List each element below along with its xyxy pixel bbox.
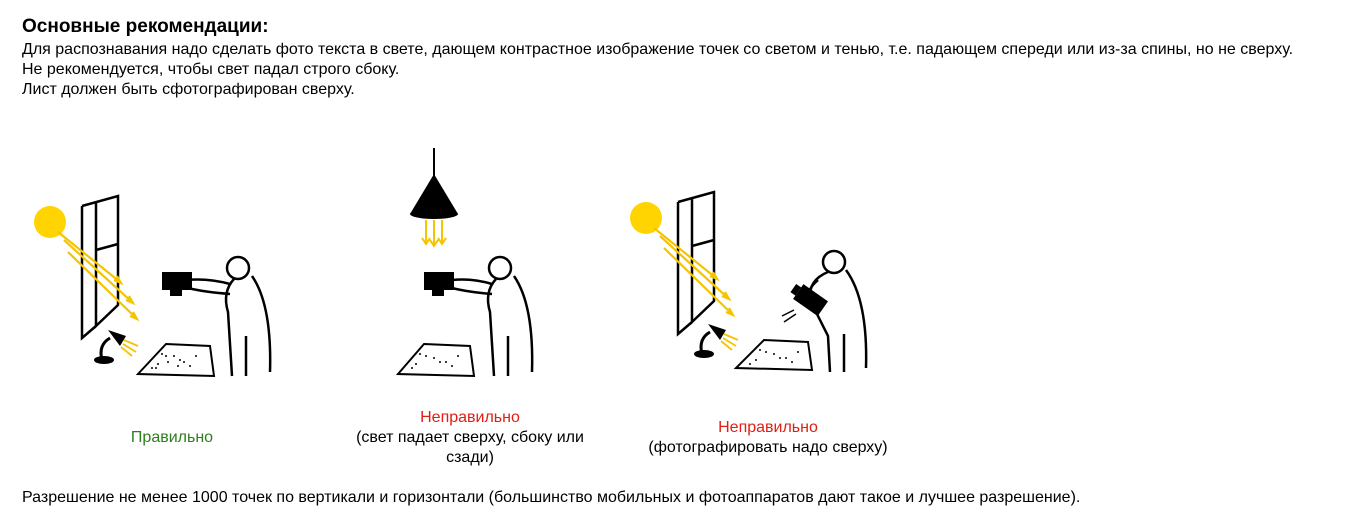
desk-lamp-icon [694, 324, 739, 358]
caption-wrong-angle: Неправильно (фотографировать надо сверху… [628, 418, 908, 458]
camera-icon [424, 272, 454, 296]
caption-correct-status: Правильно [130, 429, 214, 446]
ceiling-lamp-icon [410, 148, 458, 248]
recommendation-line-from-above: Лист должен быть сфотографирован сверху. [22, 81, 355, 98]
desk-lamp-icon [94, 330, 139, 364]
caption-wrong-angle-note: (фотографировать надо сверху) [648, 439, 888, 456]
caption-wrong-angle-status: Неправильно [718, 419, 818, 436]
sun-icon [34, 206, 66, 238]
caption-wrong-light-status: Неправильно [420, 409, 520, 426]
sun-icon [630, 202, 662, 234]
recommendation-line-lighting: Для распознавания надо сделать фото текс… [22, 41, 1294, 58]
braille-sheet-icon [395, 342, 476, 378]
camera-icon [162, 272, 192, 296]
braille-sheet-icon [135, 342, 216, 378]
braille-sheet-icon [733, 338, 814, 372]
illustration-correct [28, 140, 288, 385]
illustration-wrong-light [392, 140, 572, 385]
photographer-icon [185, 255, 272, 377]
recommendations-section: Основные рекомендации: Для распознавания… [22, 16, 1332, 100]
illustration-wrong-angle [622, 140, 882, 385]
photographer-icon [807, 249, 868, 373]
wrong-angle-scene-image [630, 190, 868, 373]
resolution-note: Разрешение не менее 1000 точек по вертик… [22, 489, 1081, 506]
correct-scene-image [34, 194, 272, 378]
recommendations-title: Основные рекомендации: [22, 16, 269, 37]
wrong-light-scene-image [395, 148, 534, 378]
caption-correct: Правильно [82, 428, 262, 448]
photographer-icon [451, 255, 534, 377]
caption-wrong-light-note: (свет падает сверху, сбоку или сзади) [356, 429, 584, 466]
caption-wrong-light: Неправильно (свет падает сверху, сбоку и… [340, 408, 600, 468]
sunlight-rays-icon [653, 227, 736, 318]
camera-icon [781, 283, 828, 323]
sunlight-rays-icon [57, 231, 140, 322]
recommendation-line-side-light: Не рекомендуется, чтобы свет падал строг… [22, 61, 400, 78]
